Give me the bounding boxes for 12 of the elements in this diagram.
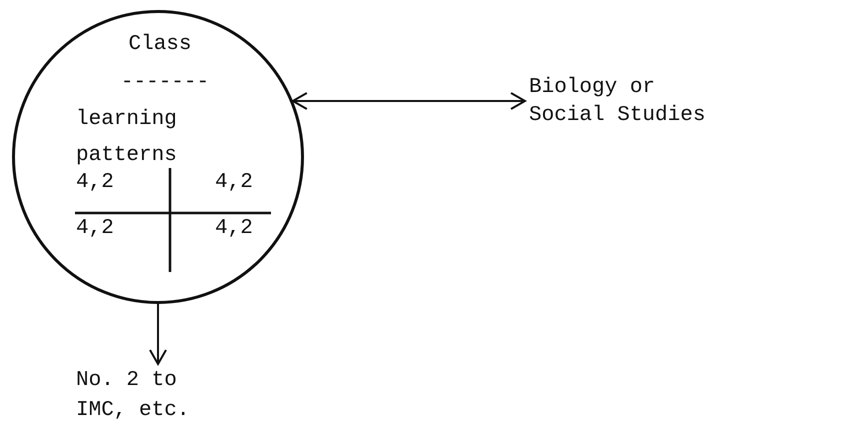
node-label: Class (127, 32, 192, 58)
node-label: learning patterns (76, 107, 178, 169)
divider-dashes: ------- (120, 70, 210, 96)
score-label: 4,2 (215, 216, 253, 242)
label-text: Biology or Social Studies (529, 75, 706, 129)
class-circle (12, 10, 304, 304)
score-label: 4,2 (215, 170, 253, 196)
arrow (292, 92, 526, 110)
score-label: 4,2 (76, 216, 114, 242)
score-label: 4,2 (76, 170, 114, 196)
arrow (149, 303, 167, 365)
label-text: No. 2 to IMC, etc. (76, 368, 190, 423)
